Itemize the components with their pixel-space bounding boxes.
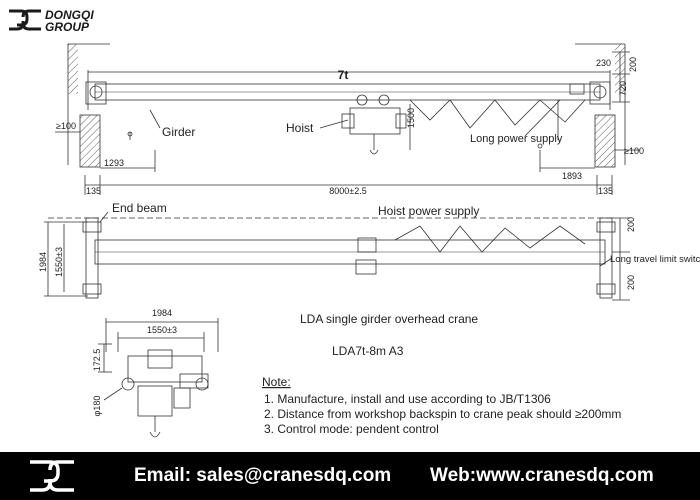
elevation-view: [55, 43, 640, 195]
dim-hoist-height: 1500: [406, 108, 416, 128]
hoist-power-cable: [394, 225, 586, 253]
dim-top-720: 720: [618, 81, 628, 96]
long-power-cable: [409, 99, 586, 129]
footer-email[interactable]: Email: sales@cranesdq.com: [134, 465, 392, 486]
dim-left-end: 135: [86, 186, 101, 196]
dim-right-hook: 1893: [562, 171, 582, 181]
dim-right-end: 135: [598, 186, 613, 196]
end-beam-label: End beam: [112, 201, 167, 215]
drawing-title: LDA single girder overhead crane: [300, 312, 478, 326]
side-dim-wheel: 1550±3: [147, 325, 177, 335]
drawing-model: LDA7t-8m A3: [332, 344, 404, 358]
note-item-1: 1. Manufacture, install and use accordin…: [264, 392, 551, 406]
plan-dim-r2: 200: [626, 275, 636, 290]
side-girder: [127, 355, 203, 383]
side-dim-wheel-dia: φ180: [92, 396, 102, 417]
left-end-carriage: [85, 81, 107, 105]
dim-right-clear: ≥100: [624, 146, 644, 156]
plan-dim-r1: 200: [626, 217, 636, 232]
dongqi-logo-icon: [9, 9, 41, 31]
plan-view: [44, 211, 630, 301]
left-wall: [67, 43, 110, 168]
dim-top-200: 200: [628, 57, 638, 72]
capacity-label: 7t: [338, 68, 349, 82]
dim-left-clear: ≥100: [56, 121, 76, 131]
dim-top-230: 230: [596, 58, 611, 68]
girder-label: Girder: [162, 125, 195, 139]
brand-logo: DONGQI GROUP: [9, 8, 94, 34]
contact-footer: Email: sales@cranesdq.com Web:www.cranes…: [0, 452, 700, 500]
brand-name-line2: GROUP: [45, 20, 90, 34]
footer-logo-icon: [30, 460, 74, 492]
side-dim-height: 172.5: [92, 349, 102, 372]
notes-heading: Note:: [262, 375, 291, 389]
limit-switch-label: Long travel limit switch: [610, 254, 700, 265]
side-dim-total: 1984: [152, 308, 172, 318]
brand-name-line1: DONGQI: [45, 8, 94, 22]
side-view: [98, 318, 219, 438]
plan-dim-wheel: 1550±3: [54, 247, 64, 277]
note-item-3: 3. Control mode: pendent control: [264, 422, 439, 436]
long-power-label: Long power supply: [470, 133, 563, 145]
note-item-2: 2. Distance from workshop backspin to cr…: [264, 407, 621, 421]
hoist-unit: [341, 94, 407, 155]
dim-left-hook: 1293: [104, 158, 124, 168]
dim-span: 8000±2.5: [329, 186, 366, 196]
hoist-label: Hoist: [286, 121, 314, 135]
plan-dim-total: 1984: [38, 252, 48, 272]
plan-left-end-beam: [85, 217, 99, 299]
footer-website[interactable]: Web:www.cranesdq.com: [430, 465, 654, 486]
hoist-power-label: Hoist power supply: [378, 204, 479, 218]
